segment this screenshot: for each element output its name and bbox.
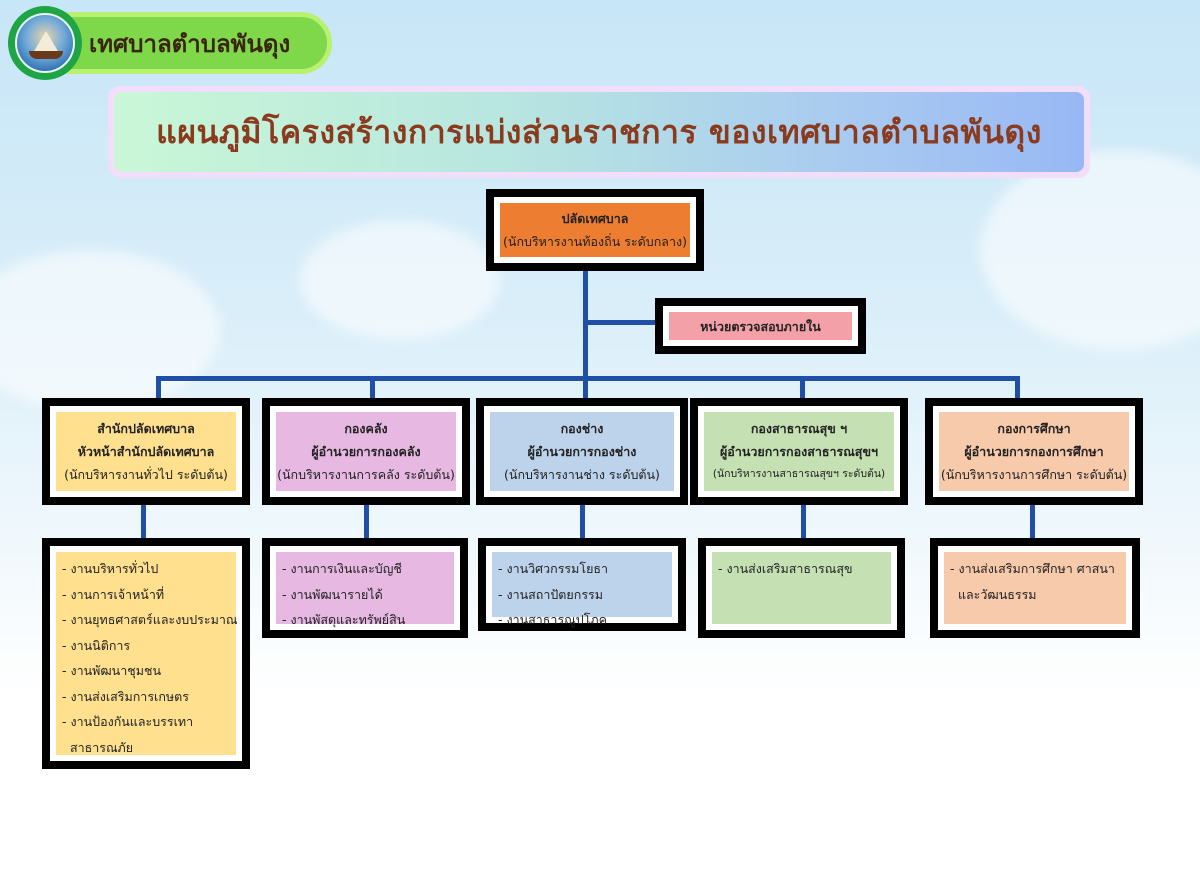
task-item: - งานวิศวกรรมโยธา <box>498 561 609 576</box>
municipality-logo <box>8 6 82 80</box>
task-item: - งานการเงินและบัญชี <box>282 561 402 576</box>
division-name: กองการศึกษา <box>997 421 1071 436</box>
task-item: - งานพัฒนาชุมชน <box>62 663 161 678</box>
division-level: (นักบริหารงานสาธารณสุขฯ ระดับต้น) <box>712 468 886 480</box>
connector-line <box>585 320 657 325</box>
task-item: และวัฒนธรรม <box>950 586 1037 602</box>
connector-line <box>583 376 588 400</box>
task-item: - งานพัสดุและทรัพย์สิน <box>282 612 406 627</box>
connector-line <box>1030 503 1035 541</box>
division-level: (นักบริหารงานทั่วไป ระดับต้น) <box>64 467 228 482</box>
connector-line <box>370 376 375 400</box>
title-banner: แผนภูมิโครงสร้างการแบ่งส่วนราชการ ของเทศ… <box>108 86 1090 178</box>
division-head: ผู้อำนวยการกองช่าง <box>527 444 637 459</box>
task-item: - งานบริหารทั่วไป <box>62 561 159 576</box>
top-title: ปลัดเทศบาล <box>561 211 629 226</box>
connector-line <box>801 503 806 541</box>
top-subtitle: (นักบริหารงานท้องถิ่น ระดับกลาง) <box>503 234 687 249</box>
division-level: (นักบริหารงานการคลัง ระดับต้น) <box>277 467 455 482</box>
division-name: กองสาธารณสุข ฯ <box>750 421 848 436</box>
page-title: แผนภูมิโครงสร้างการแบ่งส่วนราชการ ของเทศ… <box>114 92 1084 172</box>
division-level: (นักบริหารงานการศึกษา ระดับต้น) <box>940 467 1128 482</box>
connector-line <box>800 376 805 400</box>
connector-line <box>1015 376 1020 400</box>
cloud-decoration <box>0 250 220 410</box>
task-item: สาธารณภัย <box>62 739 134 755</box>
division-box: กองสาธารณสุข ฯ ผู้อำนวยการกองสาธารณสุขฯ … <box>690 398 908 505</box>
division-head: ผู้อำนวยการกองคลัง <box>311 444 421 459</box>
division-box: สำนักปลัดเทศบาล หัวหน้าสำนักปลัดเทศบาล (… <box>42 398 250 505</box>
org-name: เทศบาลตำบลพันดุง <box>89 29 291 58</box>
division-name: กองคลัง <box>344 421 388 436</box>
division-tasks-box: - งานการเงินและบัญชี - งานพัฒนารายได้ - งา… <box>262 538 468 638</box>
task-item: - งานพัฒนารายได้ <box>282 586 383 602</box>
task-item: - งานการเจ้าหน้าที่ <box>62 586 165 602</box>
task-item: - งานส่งเสริมการศึกษา ศาสนา <box>950 561 1115 576</box>
division-head: หัวหน้าสำนักปลัดเทศบาล <box>77 444 215 459</box>
division-head: ผู้อำนวยการกองสาธารณสุขฯ <box>719 444 879 459</box>
division-name: กองช่าง <box>560 421 604 436</box>
task-item: - งานส่งเสริมสาธารณสุข <box>718 561 853 576</box>
task-item: - งานป้องกันและบรรเทา <box>62 714 194 729</box>
connector-line <box>580 503 585 541</box>
division-tasks-box: - งานบริหารทั่วไป - งานการเจ้าหน้าที่ - งา… <box>42 538 250 769</box>
audit-title: หน่วยตรวจสอบภายใน <box>700 318 821 334</box>
connector-line <box>141 503 146 541</box>
division-box: กองช่าง ผู้อำนวยการกองช่าง (นักบริหารงาน… <box>476 398 688 505</box>
task-item: - งานสาธารณูปโภค <box>498 612 608 627</box>
cloud-decoration <box>300 220 500 340</box>
division-tasks-box: - งานส่งเสริมการศึกษา ศาสนา และวัฒนธรรม <box>930 538 1140 638</box>
task-item: - งานส่งเสริมการเกษตร <box>62 688 189 704</box>
division-box: กองคลัง ผู้อำนวยการกองคลัง (นักบริหารงาน… <box>262 398 470 505</box>
division-tasks-box: - งานส่งเสริมสาธารณสุข <box>698 538 905 638</box>
division-head: ผู้อำนวยการกองการศึกษา <box>964 444 1104 459</box>
connector-line <box>583 270 588 380</box>
cloud-decoration <box>980 150 1200 350</box>
division-tasks-box: - งานวิศวกรรมโยธา - งานสถาปัตยกรรม - งานสา… <box>478 538 686 631</box>
task-item: - งานสถาปัตยกรรม <box>498 586 603 602</box>
division-box: กองการศึกษา ผู้อำนวยการกองการศึกษา (นักบ… <box>925 398 1143 505</box>
connector-line <box>364 503 369 541</box>
audit-unit-box: หน่วยตรวจสอบภายใน <box>655 298 866 354</box>
connector-line <box>156 376 161 400</box>
division-level: (นักบริหารงานช่าง ระดับต้น) <box>504 467 660 482</box>
connector-line <box>156 376 1020 381</box>
division-name: สำนักปลัดเทศบาล <box>97 421 195 436</box>
task-item: - งานนิติการ <box>62 637 131 653</box>
org-name-badge: เทศบาลตำบลพันดุง <box>40 12 332 74</box>
top-position-box: ปลัดเทศบาล (นักบริหารงานท้องถิ่น ระดับกลา… <box>486 189 704 271</box>
task-item: - งานยุทธศาสตร์และงบประมาณ <box>62 612 238 627</box>
